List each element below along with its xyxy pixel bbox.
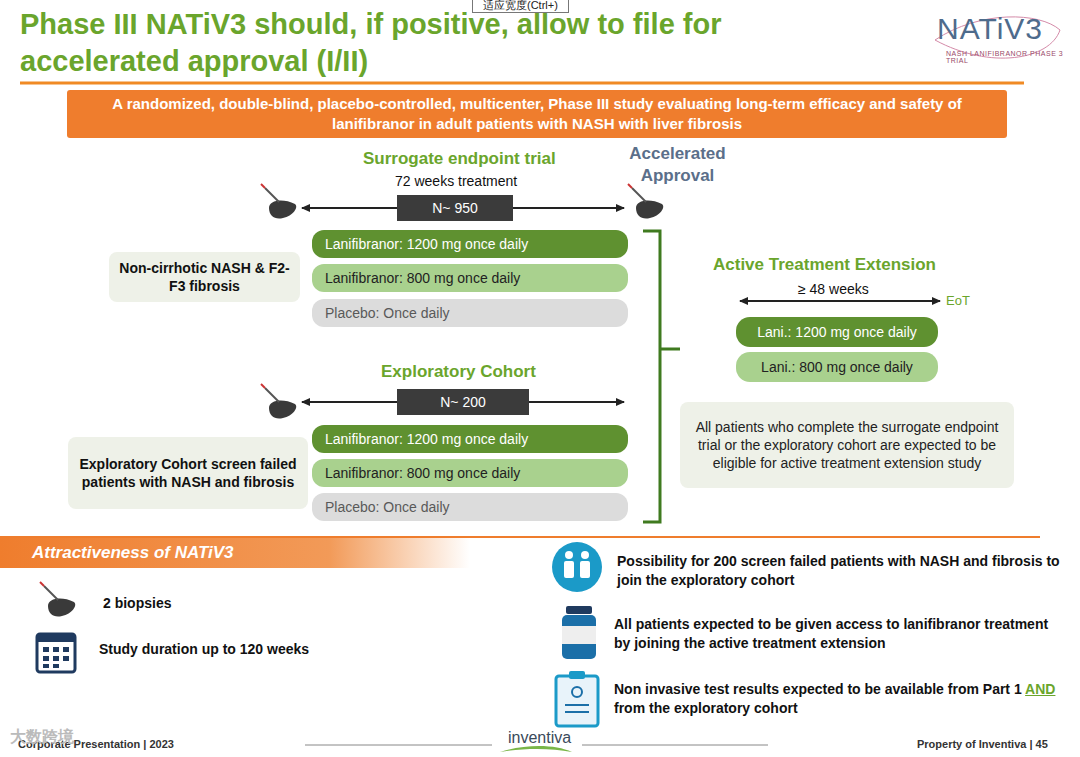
arm-box: Lanifibranor: 800 mg once daily <box>312 264 628 292</box>
slide-title: Phase III NATiV3 should, if positive, al… <box>20 6 820 80</box>
footer-rule <box>305 745 492 746</box>
benefit-text: Non invasive test results expected to be… <box>614 681 1022 697</box>
extension-arm-box: Lani.: 1200 mg once daily <box>736 317 938 347</box>
liver-icon <box>628 184 663 219</box>
node-text: Non-cirrhotic NASH & F2-F3 fibrosis <box>117 259 292 295</box>
liver-icon <box>261 384 296 419</box>
duration-label: ≥ 48 weeks <box>798 281 908 297</box>
footer-text: Property of Inventiva | 45 <box>917 738 1077 750</box>
section-heading: Active Treatment Extension <box>713 255 973 275</box>
study-banner: A randomized, double-blind, placebo-cont… <box>67 90 1007 138</box>
arm-box: Placebo: Once daily <box>312 493 628 521</box>
node-text: N~ 950 <box>432 200 478 216</box>
benefit-text: Possibility for 200 screen failed patien… <box>617 552 1062 590</box>
section-heading: Surrogate endpoint trial <box>363 149 593 169</box>
arm-box: Placebo: Once daily <box>312 299 628 327</box>
extension-arrow <box>740 300 940 302</box>
milestone-label: Accelerated Approval <box>620 143 735 187</box>
population-box: Exploratory Cohort screen failed patient… <box>68 437 308 509</box>
node-text: All patients who complete the surrogate … <box>694 418 1000 472</box>
benefit-text-group: Non invasive test results expected to be… <box>614 680 1059 718</box>
end-label: EoT <box>946 293 986 308</box>
node-text: Lanifibranor: 1200 mg once daily <box>325 431 528 447</box>
footer-rule <box>582 745 768 746</box>
watermark: 大数跨境 <box>10 727 110 748</box>
section-heading: Exploratory Cohort <box>381 362 581 382</box>
arm-box: Lanifibranor: 800 mg once daily <box>312 459 628 487</box>
title-rule <box>20 82 1024 85</box>
logo-subtitle: NASH LANIFIBRANOR PHASE 3 TRIAL <box>946 50 1066 64</box>
section-band: Attractiveness of NATiV3 <box>0 538 470 568</box>
node-text: Lanifibranor: 800 mg once daily <box>325 270 520 286</box>
node-text: Lani.: 800 mg once daily <box>761 359 913 375</box>
bracket <box>643 231 680 522</box>
node-text: Placebo: Once daily <box>325 499 450 515</box>
node-text: N~ 200 <box>440 394 486 410</box>
node-text: A randomized, double-blind, placebo-cont… <box>87 94 987 134</box>
node-text: Lanifibranor: 1200 mg once daily <box>325 236 528 252</box>
node-text: Lanifibranor: 800 mg once daily <box>325 465 520 481</box>
benefit-text: Study duration up to 120 weeks <box>99 640 399 659</box>
duration-label: 72 weeks treatment <box>395 173 555 189</box>
node-text: Exploratory Cohort screen failed patient… <box>76 455 300 491</box>
tooltip-watermark: 适应宽度(Ctrl+) <box>472 0 569 13</box>
logo-text: NATiV3 <box>937 12 1067 46</box>
biopsy-icon <box>40 582 75 617</box>
node-text: Attractiveness of NATiV3 <box>32 543 234 563</box>
benefit-text: All patients expected to be given access… <box>614 615 1059 653</box>
calendar-icon <box>37 634 75 672</box>
bottle-icon <box>562 606 596 659</box>
arm-box: Lanifibranor: 1200 mg once daily <box>312 230 628 258</box>
emphasis-text: AND <box>1025 681 1055 697</box>
company-logo: inventiva <box>508 729 588 747</box>
node-text: Lani.: 1200 mg once daily <box>757 324 917 340</box>
n-box: N~ 200 <box>397 389 529 415</box>
note-box: All patients who complete the surrogate … <box>680 402 1014 488</box>
n-box: N~ 950 <box>397 195 513 221</box>
benefit-text: 2 biopsies <box>103 594 283 613</box>
node-text: Placebo: Once daily <box>325 305 450 321</box>
clipboard-icon <box>556 671 598 726</box>
arm-box: Lanifibranor: 1200 mg once daily <box>312 425 628 453</box>
population-box: Non-cirrhotic NASH & F2-F3 fibrosis <box>109 252 300 302</box>
benefit-text: from the exploratory cohort <box>614 700 798 716</box>
people-icon <box>552 542 602 592</box>
logo-swoosh <box>500 746 572 752</box>
extension-arm-box: Lani.: 800 mg once daily <box>736 352 938 382</box>
liver-icon <box>261 184 296 219</box>
